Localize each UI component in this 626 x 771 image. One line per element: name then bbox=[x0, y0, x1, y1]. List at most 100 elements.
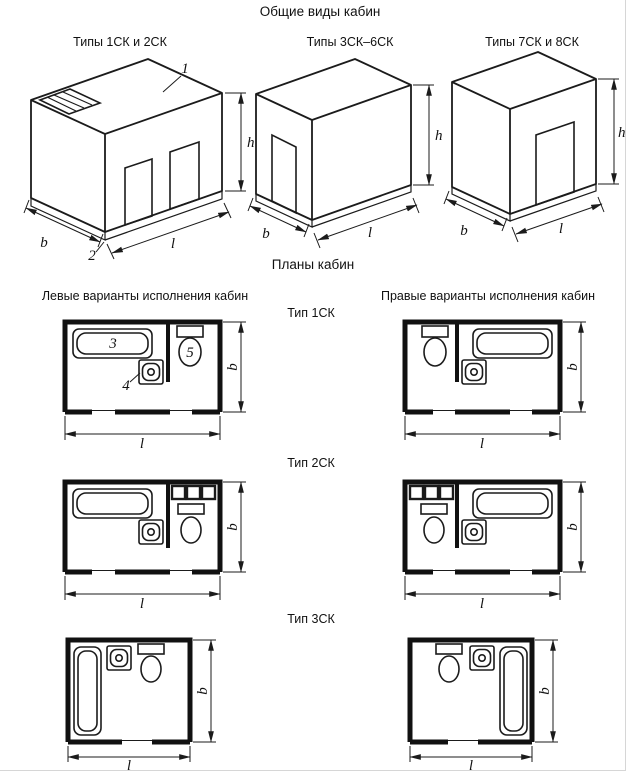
callout-leader bbox=[95, 241, 105, 253]
bathtub bbox=[472, 488, 553, 519]
dimension-l: l bbox=[64, 416, 221, 452]
vent-block bbox=[170, 484, 217, 501]
dim-label-b: b bbox=[225, 363, 241, 371]
plan-2sk-right: b l bbox=[402, 479, 586, 612]
callout-2: 2 bbox=[88, 248, 96, 264]
dimension-h: h bbox=[413, 84, 443, 186]
cabin-base bbox=[30, 191, 223, 241]
callout-1: 1 bbox=[181, 61, 189, 77]
sink bbox=[461, 519, 487, 545]
dim-label-b: b bbox=[537, 687, 553, 695]
dimension-l: l bbox=[511, 196, 605, 243]
dimension-l: l bbox=[404, 576, 561, 612]
dim-label-b: b bbox=[460, 223, 468, 239]
sink bbox=[106, 645, 132, 671]
callout-3: 3 bbox=[108, 336, 117, 352]
column-header-right: Правые варианты исполнения кабин bbox=[381, 289, 595, 303]
column-header-left: Левые варианты исполнения кабин bbox=[42, 289, 248, 303]
walls bbox=[402, 479, 563, 572]
toilet bbox=[421, 325, 449, 367]
dimension-b: b bbox=[563, 481, 586, 573]
dim-label-l: l bbox=[368, 225, 372, 241]
walls bbox=[402, 319, 563, 412]
sink bbox=[469, 645, 495, 671]
cabin-base bbox=[255, 185, 412, 228]
plan-3sk-left: b l bbox=[65, 637, 216, 771]
dimension-b: b bbox=[223, 481, 246, 573]
type-label-3sk: Тип 3СК bbox=[287, 612, 335, 626]
dim-label-b: b bbox=[565, 523, 581, 531]
iso-label-2: Типы 3СК–6СК bbox=[307, 35, 394, 49]
dimension-b: b bbox=[563, 321, 586, 413]
dim-label-b: b bbox=[565, 363, 581, 371]
vent-block bbox=[408, 484, 455, 501]
dimension-l: l bbox=[67, 746, 191, 771]
walls bbox=[62, 319, 223, 412]
sink bbox=[138, 519, 164, 545]
cabin-door bbox=[124, 157, 153, 227]
dimension-l: l bbox=[409, 746, 533, 771]
dim-label-l: l bbox=[559, 221, 563, 237]
dimension-b: b bbox=[193, 639, 216, 743]
callout-5: 5 bbox=[186, 345, 194, 361]
walls bbox=[62, 479, 223, 572]
dimension-b: b bbox=[247, 197, 310, 242]
dim-label-b: b bbox=[40, 235, 48, 251]
dim-label-l: l bbox=[140, 596, 144, 612]
bathtub bbox=[72, 328, 153, 359]
callout-leader bbox=[129, 372, 141, 383]
dimension-h: h bbox=[225, 92, 255, 192]
dim-label-l: l bbox=[480, 436, 484, 452]
plan-1sk-right: b l bbox=[402, 319, 586, 452]
dim-label-h: h bbox=[435, 128, 443, 144]
bathtub bbox=[72, 488, 153, 519]
sink bbox=[138, 359, 164, 385]
dim-label-h: h bbox=[618, 125, 626, 141]
cabin-door bbox=[271, 133, 297, 215]
plans-title: Планы кабин bbox=[272, 257, 354, 272]
walls bbox=[65, 637, 193, 742]
iso-label-3: Типы 7СК и 8СК bbox=[485, 35, 579, 49]
toilet bbox=[137, 643, 165, 683]
cabin-body bbox=[30, 58, 223, 233]
iso-view-types-7sk-8sk: h b l bbox=[443, 51, 626, 243]
page-title: Общие виды кабин bbox=[260, 4, 381, 19]
callout-leader bbox=[162, 75, 182, 93]
type-label-1sk: Тип 1СК bbox=[287, 306, 335, 320]
dim-label-l: l bbox=[127, 758, 131, 771]
toilet bbox=[176, 325, 204, 367]
dim-label-l: l bbox=[171, 236, 175, 252]
iso-label-1: Типы 1СК и 2СК bbox=[73, 35, 167, 49]
plan-1sk-left: 3 4 5 b l bbox=[62, 319, 246, 452]
sink bbox=[461, 359, 487, 385]
dimension-b: b bbox=[443, 190, 508, 239]
dim-label-l: l bbox=[469, 758, 473, 771]
dim-label-h: h bbox=[247, 135, 255, 151]
dim-label-b: b bbox=[225, 523, 241, 531]
bathtub bbox=[499, 646, 528, 736]
type-label-2sk: Тип 2СК bbox=[287, 456, 335, 470]
plan-3sk-right: b l bbox=[407, 637, 558, 771]
dimension-l: l bbox=[313, 197, 420, 249]
dimension-l: l bbox=[404, 416, 561, 452]
toilet bbox=[420, 503, 448, 544]
dimension-l: l bbox=[106, 202, 232, 260]
dim-label-b: b bbox=[195, 687, 211, 695]
callout-4: 4 bbox=[122, 378, 130, 394]
cabin-door bbox=[169, 140, 200, 211]
dimension-b: b bbox=[23, 199, 104, 251]
bathtub bbox=[73, 646, 102, 736]
bathtub bbox=[472, 328, 553, 359]
walls bbox=[407, 637, 535, 742]
dimension-h: h bbox=[598, 78, 626, 185]
dim-label-l: l bbox=[140, 436, 144, 452]
cabin-door bbox=[535, 120, 575, 207]
iso-view-types-3sk-6sk: h b l bbox=[247, 58, 443, 249]
toilet bbox=[435, 643, 463, 683]
plan-2sk-left: b l bbox=[62, 479, 246, 612]
dimension-b: b bbox=[223, 321, 246, 413]
vent-block bbox=[37, 88, 103, 115]
toilet bbox=[177, 503, 205, 544]
